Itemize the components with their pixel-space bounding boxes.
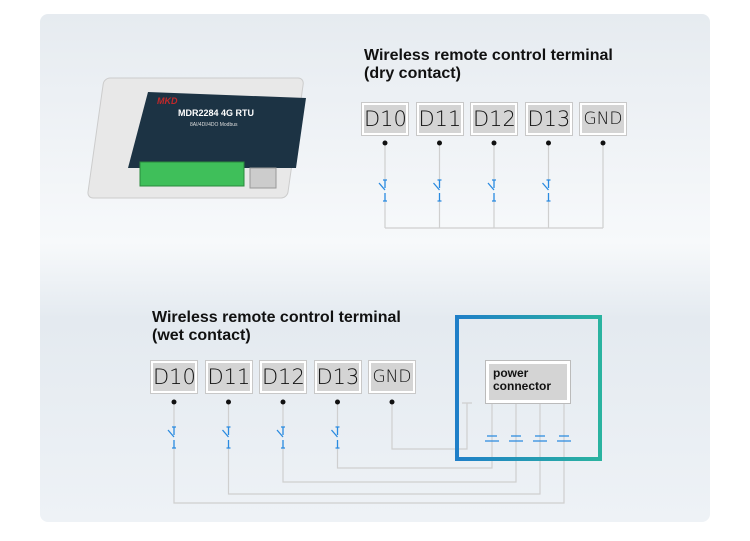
terminal-dot — [437, 140, 442, 146]
terminal-label: D11 — [207, 363, 251, 391]
terminal-dot — [600, 140, 606, 146]
terminal-gnd: GND — [368, 360, 416, 394]
terminal-label: D13 — [527, 105, 571, 133]
wet-title: Wireless remote control terminal(wet con… — [152, 309, 401, 344]
terminal-label: D10 — [364, 105, 407, 133]
connector-cap-icon — [485, 435, 499, 442]
device-image: MKD MDR2284 4G RTU 8AI/4DI/4DO Modbus — [87, 77, 306, 199]
device-model: MDR2284 4G RTU — [178, 108, 254, 118]
terminal-d10: D10 — [361, 102, 409, 136]
wire — [282, 402, 517, 483]
terminal-d12: D12 — [259, 360, 307, 394]
terminal-label: D12 — [473, 105, 516, 133]
terminal-d10: D10 — [150, 360, 198, 394]
terminal-dot — [382, 140, 388, 146]
terminal-label: D13 — [316, 363, 360, 391]
brand-logo: MKD — [157, 96, 178, 106]
terminal-gnd: GND — [579, 102, 627, 136]
terminal-label: D12 — [262, 363, 305, 391]
terminal-dot — [280, 399, 286, 405]
wet-contact-frame — [455, 315, 602, 461]
terminal-label: GND — [371, 363, 413, 391]
terminal-d13: D13 — [524, 102, 573, 136]
switch-icon — [276, 426, 285, 449]
terminal-d11: D11 — [204, 360, 253, 394]
power-connector: power connector — [485, 360, 571, 404]
terminal-label: D10 — [153, 363, 196, 391]
switch-icon — [433, 179, 442, 202]
wire — [391, 402, 472, 450]
connector-cap-icon — [557, 435, 571, 442]
terminal-dot — [491, 140, 497, 146]
switch-icon — [378, 179, 387, 202]
switch-icon — [542, 179, 551, 202]
switch-icon — [487, 179, 496, 202]
terminal-label: D11 — [418, 105, 462, 133]
terminal-label: GND — [582, 105, 624, 133]
device-subtitle: 8AI/4DI/4DO Modbus — [190, 122, 238, 128]
terminal-dot — [171, 399, 177, 405]
connector-cap-icon — [509, 435, 523, 442]
terminal-dot — [335, 399, 340, 405]
terminal-d12: D12 — [470, 102, 518, 136]
switch-icon — [331, 426, 340, 449]
terminal-dot — [546, 140, 551, 146]
switch-icon — [222, 426, 231, 449]
switch-icon — [167, 426, 176, 449]
wire — [173, 402, 565, 504]
terminal-dot — [226, 399, 231, 405]
dry-title: Wireless remote control terminal(dry con… — [364, 47, 613, 82]
terminal-dot — [389, 399, 395, 405]
terminal-d13: D13 — [313, 360, 362, 394]
connector-cap-icon — [533, 435, 547, 442]
terminal-d11: D11 — [415, 102, 464, 136]
wire — [227, 402, 541, 495]
